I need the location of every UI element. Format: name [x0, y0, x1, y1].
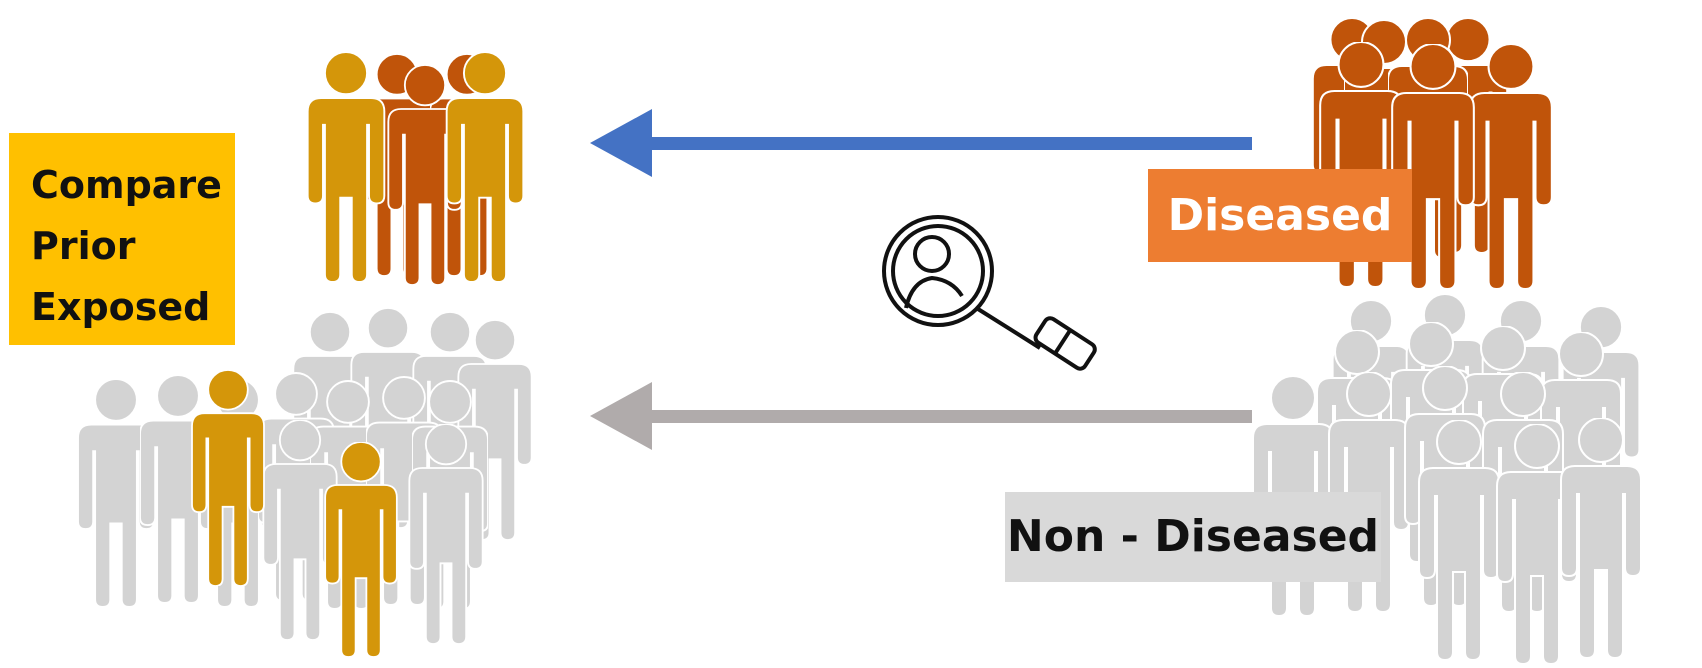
- exposed-diseased-group: [306, 52, 525, 285]
- diseased-label: Diseased: [1148, 169, 1412, 262]
- search-person-icon: [882, 215, 1097, 371]
- blue-arrow: [590, 109, 1252, 177]
- compare-line-2: Prior: [31, 224, 136, 268]
- compare-prior-exposed-label: Compare Prior Exposed: [9, 133, 235, 345]
- exposed-non-diseased-group: [78, 308, 533, 657]
- non-diseased-label: Non - Diseased: [1005, 492, 1381, 582]
- non-diseased-crowd: [1252, 294, 1642, 664]
- compare-line-3: Exposed: [31, 285, 211, 329]
- person-figure: [306, 52, 386, 282]
- compare-line-1: Compare: [31, 163, 222, 207]
- gray-arrow: [590, 382, 1252, 450]
